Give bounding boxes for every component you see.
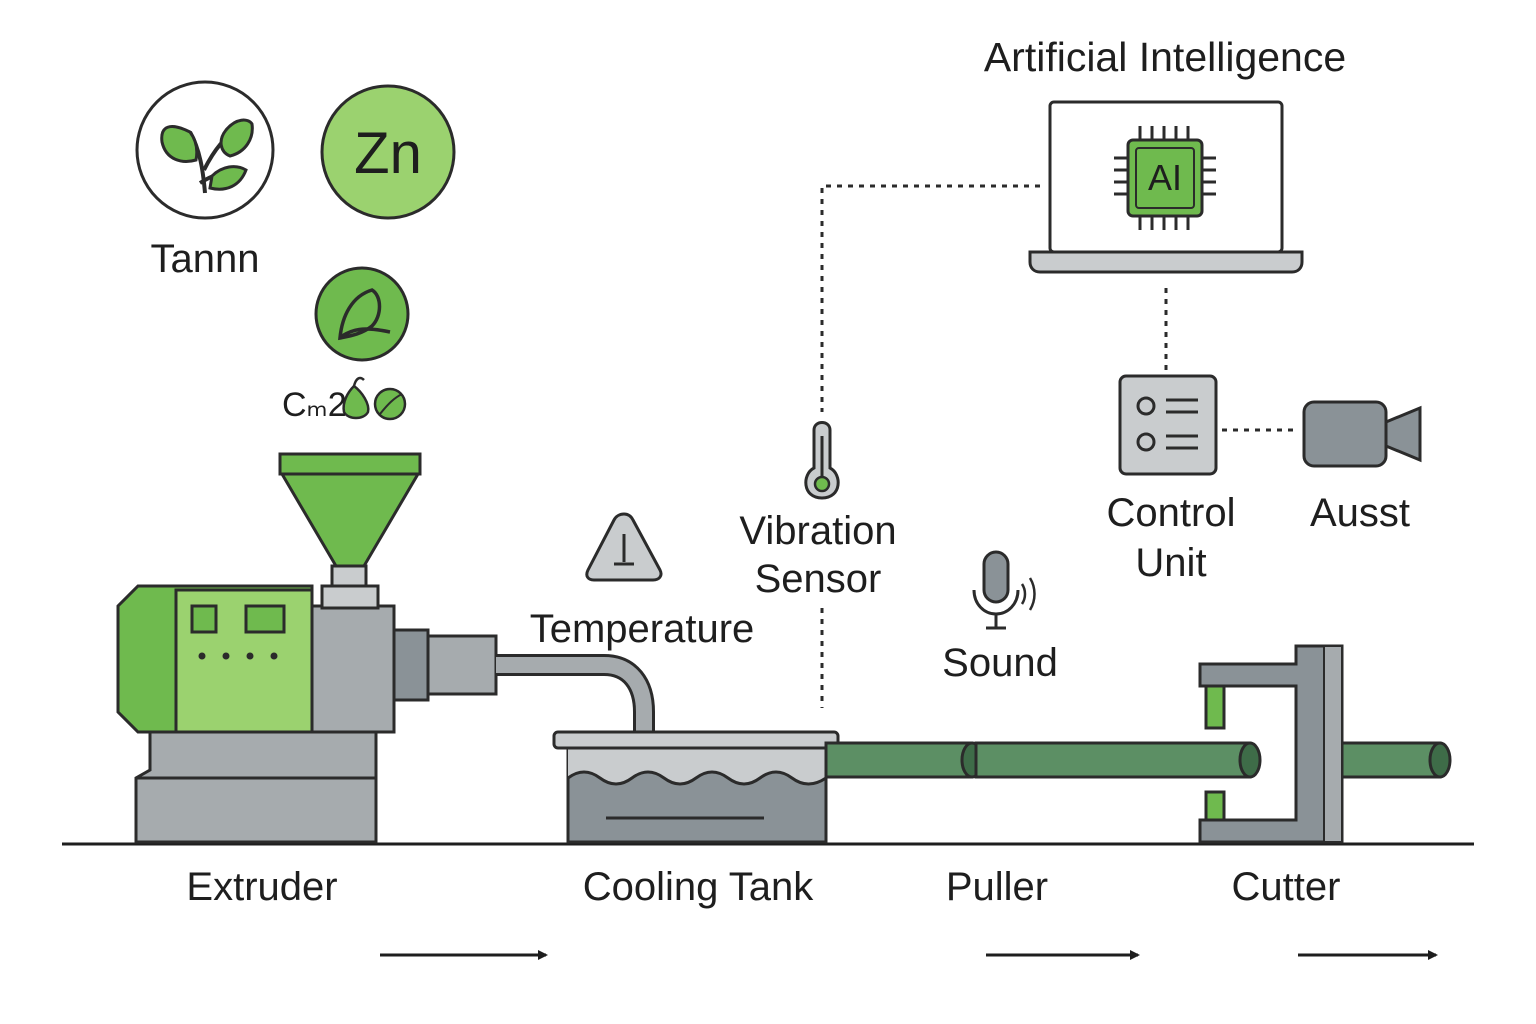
camera-icon: [1302, 400, 1422, 468]
thermometer-icon: [804, 421, 840, 500]
seed-icon: [342, 376, 370, 420]
zinc-element-icon: [320, 84, 456, 220]
bio-leaf-icon: [314, 266, 410, 362]
chitosan-label: Cₘ2: [282, 386, 347, 424]
nut-icon: [373, 387, 407, 421]
leaf-sprig-icon: [135, 80, 275, 220]
product-pipe: [824, 741, 1452, 779]
cutter-machine: [1198, 644, 1344, 844]
tannin-label: Tannn: [150, 237, 260, 281]
stage-label-puller: Puller: [945, 865, 1049, 909]
stage-label-cutter: Cutter: [1231, 865, 1341, 909]
stage-label-extruder: Extruder: [186, 865, 338, 909]
warning-triangle-icon: [585, 512, 663, 582]
data-links: [820, 184, 1298, 708]
extrusion-pipe: [496, 654, 655, 736]
ai-chip-label: AI: [1147, 157, 1182, 198]
diagram-title: Artificial Intelligence: [983, 34, 1347, 80]
temperature-label: Temperature: [529, 607, 755, 651]
ai-chip-icon: [1114, 126, 1216, 230]
vibration-sensor-label-line1: Vibration: [739, 509, 897, 553]
cooling-tank: [552, 730, 840, 844]
extruder-machine: [116, 564, 498, 844]
control-unit-label-line2: Unit: [1135, 541, 1207, 585]
vibration-sensor-label-line2: Sensor: [754, 557, 882, 601]
sound-label: Sound: [942, 641, 1058, 685]
camera-label: Ausst: [1309, 491, 1411, 535]
hopper: [278, 452, 422, 568]
control-unit-label-line1: Control: [1106, 491, 1236, 535]
laptop-to-sensor-link: [820, 184, 1040, 412]
zinc-symbol-label: Zn: [354, 121, 422, 186]
microphone-icon: [972, 550, 1036, 630]
stage-label-cooling-tank: Cooling Tank: [582, 865, 814, 909]
control-panel-icon: [1118, 374, 1218, 476]
